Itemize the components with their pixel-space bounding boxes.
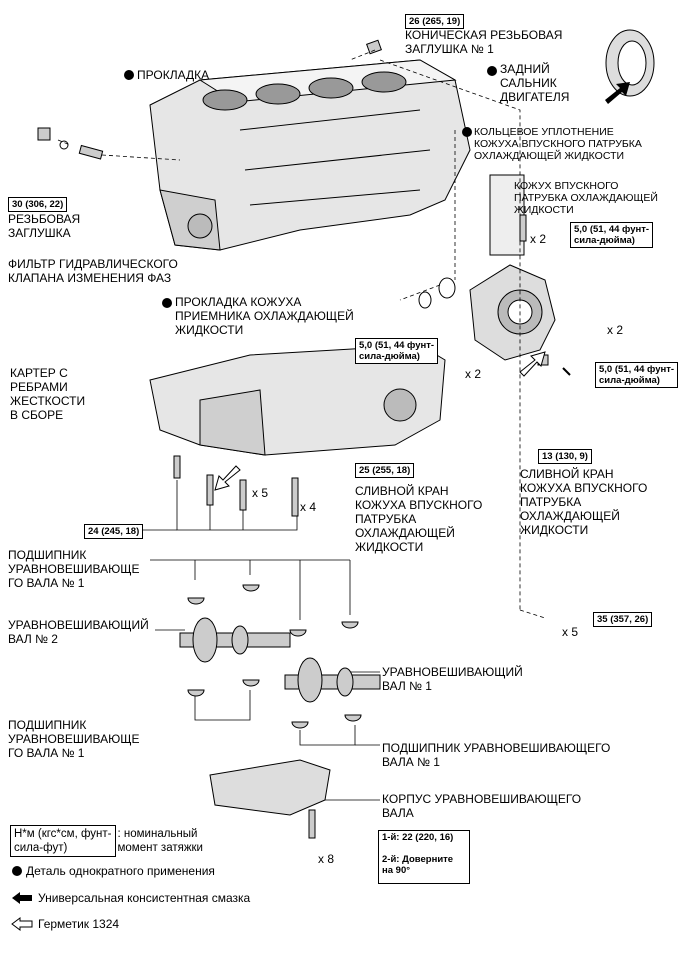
- inlet-housing-label: КОЖУХ ВПУСКНОГО ПАТРУБКА ОХЛАЖДАЮЩЕЙ ЖИД…: [514, 180, 658, 216]
- sealant-arrow-icon: [519, 351, 546, 377]
- balancer-shaft-2-label: УРАВНОВЕШИВАЮЩИЙ ВАЛ № 2: [8, 618, 149, 646]
- legend-bullet-icon: [12, 866, 22, 876]
- single-use-bullet-icon: [487, 66, 497, 76]
- x4-label: x 4: [300, 500, 317, 514]
- drain-cock-label: СЛИВНОЙ КРАН КОЖУХА ВПУСКНОГО ПАТРУБКА О…: [520, 467, 648, 537]
- filter-label: ФИЛЬТР ГИДРАВЛИЧЕСКОГО КЛАПАНА ИЗМЕНЕНИЯ…: [8, 257, 178, 285]
- legend-grease: Универсальная консистентная смазка: [38, 891, 251, 905]
- legend-unit-right: : номинальный момент затяжки: [117, 828, 203, 854]
- legend-single-use: Деталь однократного применения: [26, 864, 215, 878]
- torque-box-a: 5,0 (51, 44 фунт- сила-дюйма): [570, 222, 654, 248]
- housing-gasket-label: ПРОКЛАДКА КОЖУХА ПРИЕМНИКА ОХЛАЖДАЮЩЕЙ Ж…: [175, 295, 354, 337]
- balancer-shaft-1-label: УРАВНОВЕШИВАЮЩИЙ ВАЛ № 1: [382, 665, 523, 693]
- x2-label-a: x 2: [530, 232, 547, 246]
- x8-label: x 8: [318, 852, 335, 866]
- legend-units-table: Н*м (кгс*см, фунт- сила-фут) : номинальн…: [10, 825, 206, 857]
- bearing-label-top: ПОДШИПНИК УРАВНОВЕШИВАЮЩЕ ГО ВАЛА № 1: [8, 548, 140, 590]
- o-ring-label: КОЛЬЦЕВОЕ УПЛОТНЕНИЕ КОЖУХА ВПУСКНОГО ПА…: [474, 126, 642, 162]
- torque-box-c: 5,0 (51, 44 фунт- сила-дюйма): [595, 362, 679, 388]
- crankcase-label: КАРТЕР С РЕБРАМИ ЖЕСТКОСТИ В СБОРЕ: [10, 366, 86, 422]
- bearing-label-right: ПОДШИПНИК УРАВНОВЕШИВАЮЩЕГО ВАЛА № 1: [382, 741, 611, 769]
- torque-box-b: 5,0 (51, 44 фунт- сила-дюйма): [355, 338, 439, 364]
- bearing-label-bottom: ПОДШИПНИК УРАВНОВЕШИВАЮЩЕ ГО ВАЛА № 1: [8, 718, 140, 760]
- plug-torque-box: 30 (306, 22): [8, 197, 68, 212]
- drain-torque-25: 25 (255, 18): [355, 463, 415, 478]
- x5-label-a: x 5: [252, 486, 269, 500]
- grease-arrow-icon: [605, 82, 630, 104]
- cone-plug-label: КОНИЧЕСКАЯ РЕЗЬБОВАЯ ЗАГЛУШКА № 1: [405, 28, 563, 56]
- rear-oil-seal-label: ЗАДНИЙ САЛЬНИК ДВИГАТЕЛЯ: [500, 62, 570, 104]
- x2-label-c: x 2: [607, 323, 624, 337]
- torque-box-24: 24 (245, 18): [84, 524, 144, 539]
- cone-plug-torque-box: 26 (265, 19): [405, 14, 465, 29]
- legend-grease-arrow-icon: [12, 892, 32, 904]
- legend-unit-left: Н*м (кгс*см, фунт- сила-фут): [10, 825, 116, 857]
- single-use-bullet-icon: [162, 298, 172, 308]
- rear-oil-seal-icon: [605, 29, 655, 97]
- torque-box-35: 35 (357, 26): [593, 612, 653, 627]
- drain-cock-label-2: СЛИВНОЙ КРАН КОЖУХА ВПУСКНОГО ПАТРУБКА О…: [355, 484, 483, 554]
- cone-plug-icon: [366, 39, 382, 55]
- gasket-label: ПРОКЛАДКА: [137, 68, 210, 82]
- stiffening-crankcase: [149, 344, 446, 456]
- cylinder-block: [149, 59, 471, 251]
- torque-steps-box: 1-й: 22 (220, 16) 2-й: Доверните на 90°: [378, 830, 470, 884]
- housing-gasket-icon: [418, 291, 432, 309]
- balancer-housing: [209, 759, 331, 816]
- x5-label-b: x 5: [562, 625, 579, 639]
- sealant-arrow-icon-2: [214, 465, 241, 491]
- o-ring-icon: [438, 277, 456, 299]
- balancer-shaft-2: [179, 617, 291, 663]
- legend-sealant: Герметик 1324: [38, 917, 120, 931]
- plug-label: РЕЗЬБОВАЯ ЗАГЛУШКА: [8, 212, 81, 240]
- bearings-icon: [187, 584, 362, 729]
- plug-and-filter-icon: [37, 127, 104, 160]
- single-use-bullet-icon: [124, 70, 134, 80]
- balancer-housing-label: КОРПУС УРАВНОВЕШИВАЮЩЕГО ВАЛА: [382, 792, 582, 820]
- legend-sealant-arrow-icon: [11, 917, 33, 931]
- x2-label-b: x 2: [465, 367, 482, 381]
- single-use-bullet-icon: [462, 127, 472, 137]
- drain-torque-13: 13 (130, 9): [538, 449, 592, 464]
- balancer-shaft-1: [284, 657, 381, 703]
